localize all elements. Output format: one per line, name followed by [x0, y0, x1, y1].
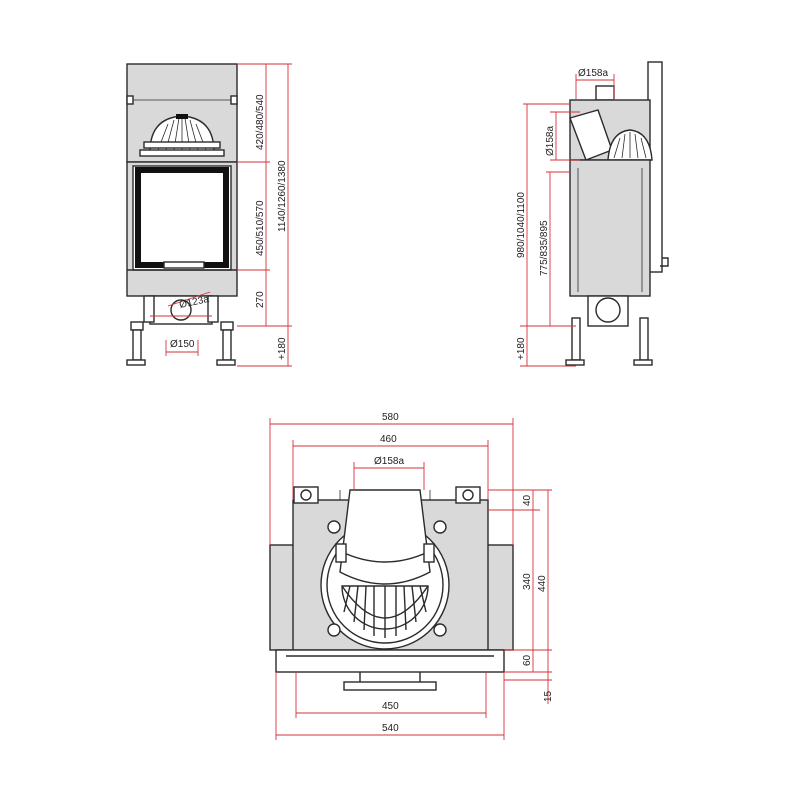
side-body [569, 159, 651, 297]
front-dimensions [150, 63, 292, 367]
side-dimensions [520, 74, 615, 367]
front-dim-top-height: 420/480/540 [255, 94, 266, 150]
side-dim-flue-side: Ø158a [545, 126, 556, 156]
front-door-glass [135, 167, 229, 268]
top-dim-inner-width: 460 [380, 434, 397, 445]
side-dim-outer-height: 980/1040/1100 [516, 192, 527, 258]
front-dim-legs: +180 [277, 337, 288, 360]
front-legs [126, 321, 236, 366]
side-dim-inner-height: 775/835/895 [539, 220, 550, 276]
top-dim-bottom-inner: 450 [382, 701, 399, 712]
side-dim-legs: +180 [516, 337, 527, 360]
top-dim-depth-e: 15 [543, 690, 554, 702]
top-dim-outer-width: 580 [382, 412, 399, 423]
top-front-plate [275, 649, 505, 673]
front-dim-air-inlet: Ø150 [170, 339, 195, 350]
front-dim-door-height: 450/510/570 [255, 200, 266, 256]
top-mount-bolts [293, 486, 481, 504]
top-dim-depth-d: 60 [522, 654, 533, 666]
top-dim-depth-b: 340 [522, 573, 533, 590]
top-flue-hood [339, 489, 431, 585]
top-dim-depth-a: 40 [522, 494, 533, 506]
side-dim-flue-top: Ø158a [578, 68, 608, 79]
front-view [126, 63, 238, 366]
top-dim-flue: Ø158a [374, 456, 404, 467]
front-dim-base-height: 270 [255, 291, 266, 308]
front-dim-total-height: 1140/1260/1380 [277, 160, 288, 232]
top-dimensions [269, 418, 552, 740]
side-view [565, 61, 669, 366]
top-view [269, 486, 514, 691]
top-dim-depth-c: 440 [537, 575, 548, 592]
top-fan-blades [341, 585, 429, 638]
front-convector-dome [139, 114, 225, 157]
top-dim-bottom-outer: 540 [382, 723, 399, 734]
